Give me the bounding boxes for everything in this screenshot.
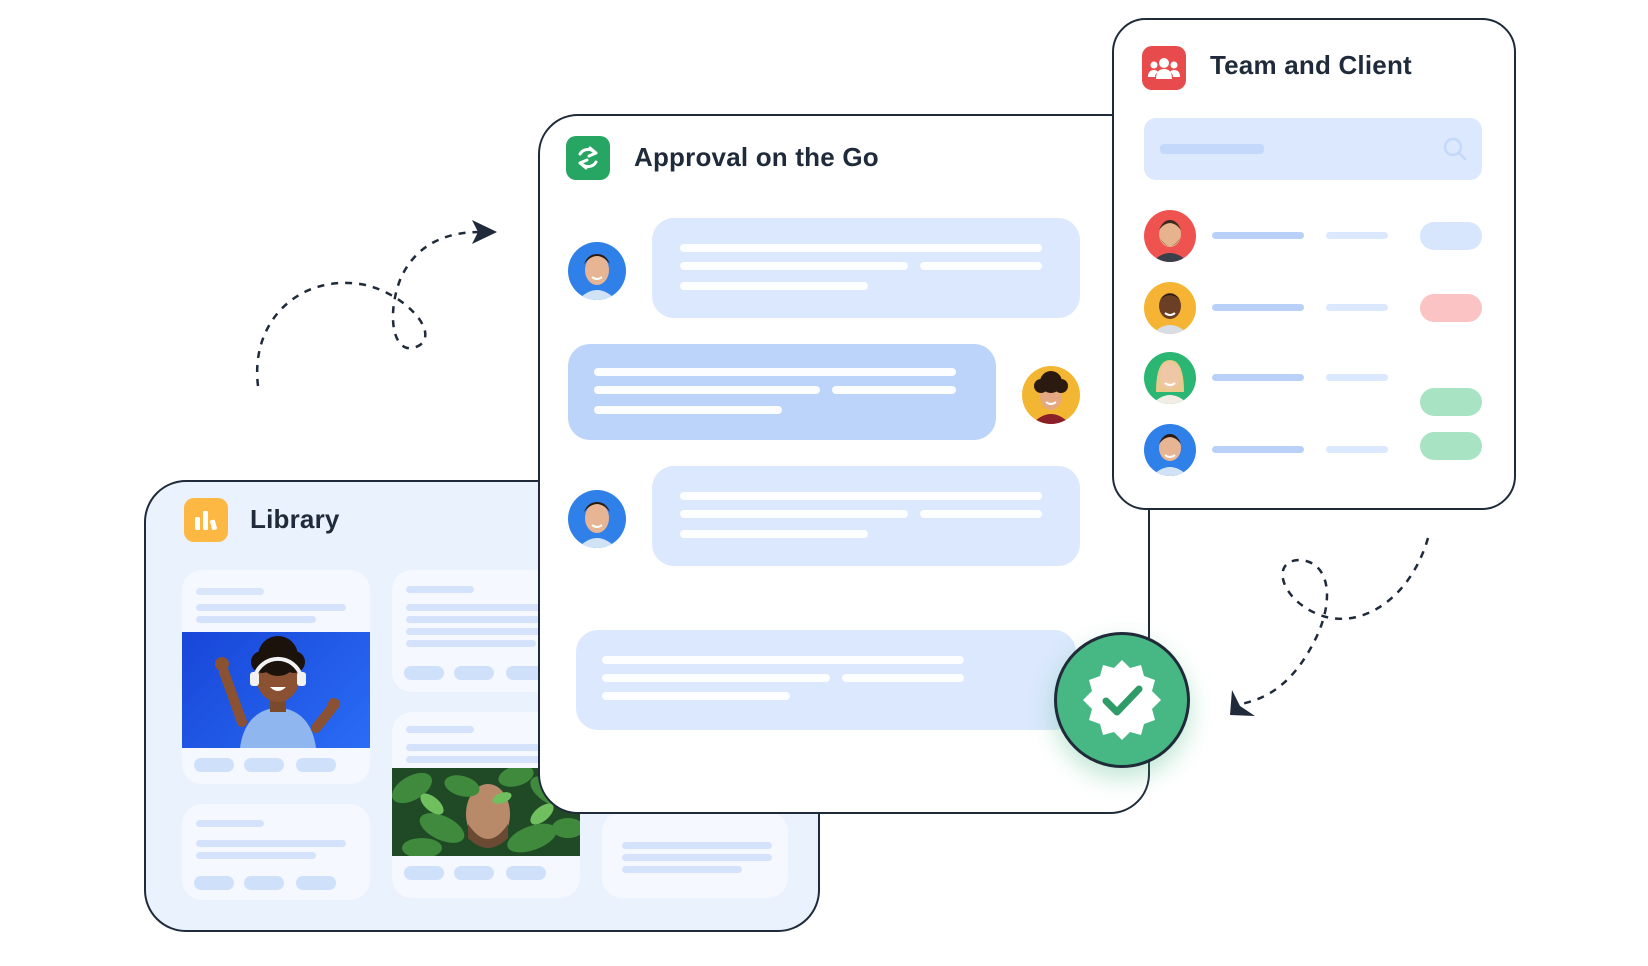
line	[1212, 304, 1304, 311]
line	[196, 820, 264, 827]
line	[622, 842, 772, 849]
line	[832, 386, 956, 394]
approval-panel: Approval on the Go	[538, 114, 1150, 814]
line	[680, 530, 868, 538]
line	[594, 368, 956, 376]
line	[602, 692, 790, 700]
line	[680, 262, 908, 270]
line	[680, 510, 908, 518]
pill	[506, 666, 546, 680]
line	[1326, 374, 1388, 381]
pill	[244, 758, 284, 772]
line	[602, 674, 830, 682]
pill	[194, 758, 234, 772]
pill	[404, 666, 444, 680]
library-app-icon	[184, 498, 228, 542]
approved-badge	[1054, 632, 1190, 768]
reply-bubble	[568, 344, 996, 440]
team-panel: Team and Client	[1112, 18, 1516, 510]
group-icon	[1148, 58, 1180, 79]
line	[920, 262, 1042, 270]
approved-message-bubble	[576, 630, 1076, 730]
avatar	[568, 490, 626, 548]
search-input[interactable]	[1144, 118, 1482, 180]
line	[1212, 446, 1304, 453]
pill	[404, 866, 444, 880]
avatar	[1022, 366, 1080, 424]
line	[594, 406, 782, 414]
line	[406, 640, 536, 647]
library-photo-woman	[182, 632, 370, 748]
line	[406, 628, 556, 635]
team-row[interactable]	[1114, 282, 1514, 338]
line	[406, 604, 556, 611]
line	[196, 852, 316, 859]
team-title: Team and Client	[1210, 50, 1412, 80]
avatar	[1144, 352, 1196, 404]
pill	[454, 666, 494, 680]
team-app-icon	[1142, 46, 1186, 90]
library-item-3[interactable]	[392, 712, 580, 898]
line	[622, 866, 742, 873]
line	[594, 386, 820, 394]
line	[1326, 232, 1388, 239]
line	[406, 756, 556, 763]
team-row[interactable]	[1114, 210, 1514, 266]
pill	[244, 876, 284, 890]
line	[1326, 304, 1388, 311]
bar-chart-icon	[195, 511, 217, 531]
library-title: Library	[250, 504, 340, 534]
line	[406, 726, 474, 733]
line	[406, 616, 556, 623]
search-icon	[1443, 137, 1467, 161]
pill	[296, 876, 336, 890]
approval-title: Approval on the Go	[634, 142, 879, 172]
check-badge-icon	[1083, 660, 1161, 740]
sync-icon	[578, 146, 598, 170]
avatar	[1144, 424, 1196, 476]
library-item-4[interactable]	[182, 804, 370, 900]
line	[196, 604, 346, 611]
message-bubble	[652, 466, 1080, 566]
line	[920, 510, 1042, 518]
avatar	[1144, 210, 1196, 262]
line	[196, 840, 346, 847]
line	[1212, 232, 1304, 239]
line	[196, 588, 264, 595]
line	[602, 656, 964, 664]
line	[406, 744, 556, 751]
search-placeholder-line	[1160, 144, 1264, 154]
pill	[296, 758, 336, 772]
line	[1212, 374, 1304, 381]
library-item-1[interactable]	[182, 570, 370, 784]
status-pill	[1420, 294, 1482, 322]
line	[196, 616, 316, 623]
message-bubble	[652, 218, 1080, 318]
pill	[194, 876, 234, 890]
line	[406, 586, 474, 593]
avatar	[568, 242, 626, 300]
line	[1326, 446, 1388, 453]
approval-app-icon	[566, 136, 610, 180]
avatar	[1144, 282, 1196, 334]
status-pill	[1420, 388, 1482, 416]
line	[680, 244, 1042, 252]
status-pill	[1420, 432, 1482, 460]
line	[680, 492, 1042, 500]
pill	[506, 866, 546, 880]
library-item-5[interactable]	[602, 812, 788, 898]
status-pill	[1420, 222, 1482, 250]
line	[680, 282, 868, 290]
pill	[454, 866, 494, 880]
line	[842, 674, 964, 682]
team-row[interactable]	[1114, 352, 1514, 422]
team-row[interactable]	[1114, 424, 1514, 480]
line	[622, 854, 772, 861]
